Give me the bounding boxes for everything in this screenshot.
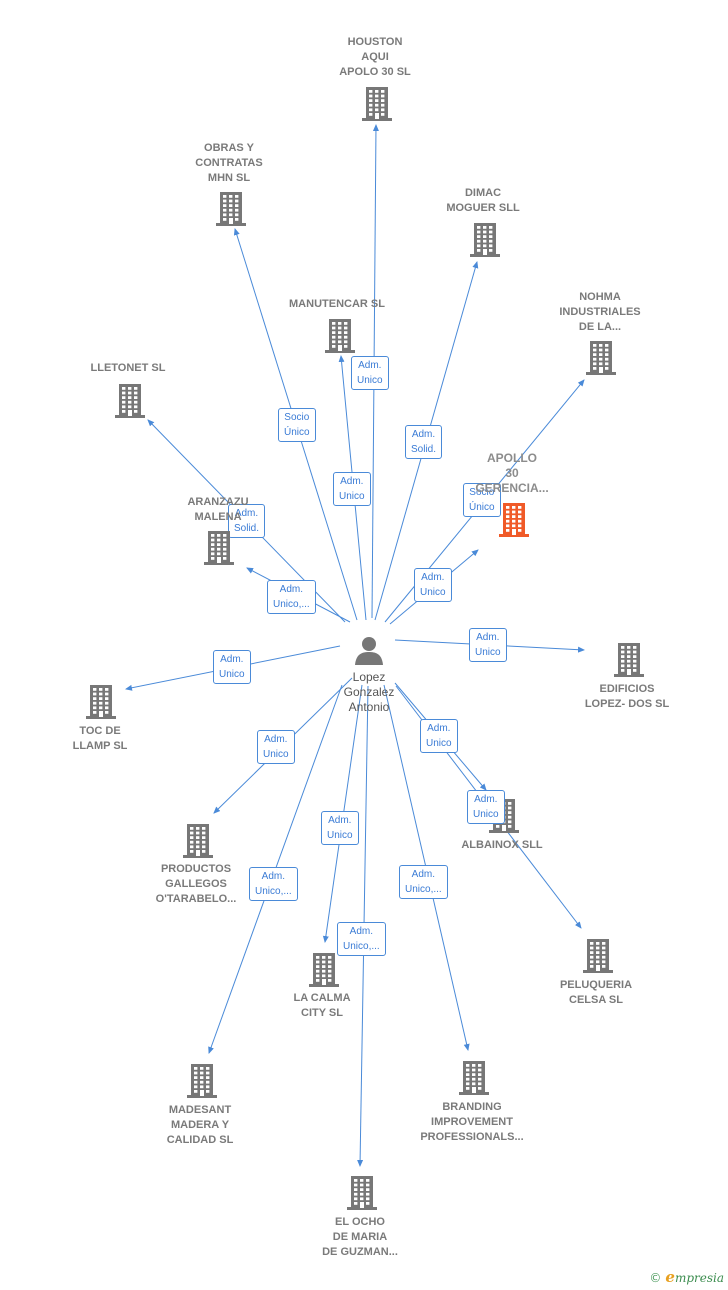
building-icon[interactable] [468, 222, 502, 258]
company-label-toc[interactable]: TOC DE LLAMP SL [72, 725, 128, 752]
person-icon[interactable] [353, 634, 385, 671]
building-icon[interactable] [185, 1063, 219, 1099]
role-label-nohma: Socio Único [463, 483, 501, 517]
company-label-houston[interactable]: HOUSTON AQUI APOLO 30 SL [339, 36, 411, 78]
role-label-dimac: Adm. Solid. [405, 425, 443, 459]
role-label-houston: Adm. Unico [351, 356, 389, 390]
role-label-toc: Adm. Unico [213, 650, 251, 684]
company-label-peluqueria[interactable]: PELUQUERIA CELSA SL [559, 979, 633, 1006]
building-icon[interactable] [345, 1175, 379, 1211]
person-name[interactable]: Lopez Gonzalez Antonio [343, 670, 395, 714]
company-label-elocho[interactable]: EL OCHO DE MARIA DE GUZMAN... [322, 1216, 398, 1258]
role-label-branding: Adm. Unico,... [399, 865, 448, 899]
company-label-lletonet[interactable]: LLETONET SL [90, 362, 166, 374]
role-label-obras: Socio Único [278, 408, 316, 442]
role-label-apollo: Adm. Unico [414, 568, 452, 602]
building-icon[interactable] [497, 502, 531, 538]
company-label-manutencar[interactable]: MANUTENCAR SL [289, 298, 385, 310]
building-icon[interactable] [323, 318, 357, 354]
building-icon[interactable] [457, 1060, 491, 1096]
building-icon[interactable] [181, 823, 215, 859]
role-label-manutencar: Adm. Unico [333, 472, 371, 506]
company-label-nohma[interactable]: NOHMA INDUSTRIALES DE LA... [559, 291, 641, 333]
company-label-dimac[interactable]: DIMAC MOGUER SLL [446, 187, 520, 214]
building-icon[interactable] [612, 642, 646, 678]
company-label-albainox[interactable]: ALBAINOX SLL [461, 839, 543, 851]
building-icon[interactable] [214, 191, 248, 227]
company-label-lacalma[interactable]: LA CALMA CITY SL [293, 992, 351, 1019]
building-icon[interactable] [202, 530, 236, 566]
company-label-madesant[interactable]: MADESANT MADERA Y CALIDAD SL [166, 1104, 234, 1146]
company-label-edificios[interactable]: EDIFICIOS LOPEZ- DOS SL [584, 683, 670, 710]
building-icon[interactable] [360, 86, 394, 122]
role-label-elocho: Adm. Unico,... [337, 922, 386, 956]
role-label-productos: Adm. Unico [257, 730, 295, 764]
building-icon[interactable] [307, 952, 341, 988]
building-icon[interactable] [581, 938, 615, 974]
company-label-productos[interactable]: PRODUCTOS GALLEGOS O'TARABELO... [155, 863, 237, 905]
building-icon[interactable] [84, 684, 118, 720]
company-label-branding[interactable]: BRANDING IMPROVEMENT PROFESSIONALS... [420, 1101, 524, 1143]
company-label-aranzazu[interactable]: ARANZAZU MALENA [187, 496, 249, 523]
company-label-apollo[interactable]: APOLLO 30 GERENCIA... [475, 451, 549, 495]
role-label-lacalma: Adm. Unico [321, 811, 359, 845]
role-label-lletonet: Adm. Solid. [228, 504, 266, 538]
role-label-aranzazu: Adm. Unico,... [267, 580, 316, 614]
company-label-obras[interactable]: OBRAS Y CONTRATAS MHN SL [195, 142, 263, 184]
building-icon[interactable] [584, 340, 618, 376]
role-label-edificios: Adm. Unico [469, 628, 507, 662]
building-icon[interactable] [113, 383, 147, 419]
role-label-albainox: Adm. Unico [420, 719, 458, 753]
role-label-madesant: Adm. Unico,... [249, 867, 298, 901]
brand-watermark: ©empresia [649, 1268, 724, 1286]
role-label-peluqueria: Adm. Unico [467, 790, 505, 824]
